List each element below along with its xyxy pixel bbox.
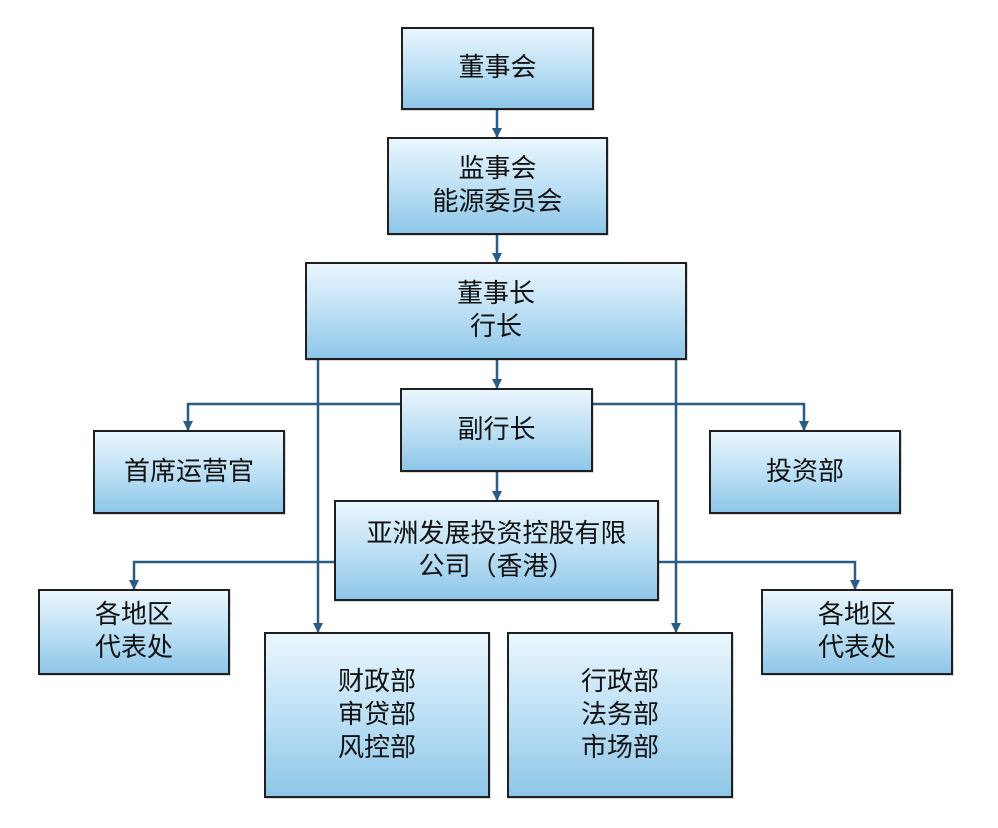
- node-admin-group-label-3: 市场部: [580, 732, 659, 763]
- node-coo-label-1: 首席运营官: [123, 456, 254, 487]
- node-finance-group-label-1: 财政部: [337, 666, 416, 697]
- node-asia-company: 亚洲发展投资控股有限 公司（香港）: [334, 500, 659, 601]
- node-chairman: 董事长 行长: [305, 262, 687, 360]
- node-asia-company-label-2: 公司（香港）: [418, 551, 575, 582]
- node-finance-group-label-3: 风控部: [337, 732, 416, 763]
- node-supervisory-label-2: 能源委员会: [432, 187, 563, 217]
- node-vice-president-label-1: 副行长: [457, 414, 536, 445]
- node-supervisory-label-1: 监事会: [458, 154, 537, 184]
- edge-asia-company-to-offices-right: [659, 560, 860, 590]
- node-coo: 首席运营官: [93, 430, 285, 514]
- node-offices-left-label-2: 代表处: [94, 633, 173, 663]
- node-offices-left: 各地区 代表处: [38, 589, 230, 675]
- node-vice-president: 副行长: [400, 388, 593, 472]
- edge-vice-president-to-coo: [183, 402, 400, 431]
- node-chairman-label-1: 董事长: [456, 279, 535, 309]
- node-offices-right: 各地区 代表处: [761, 589, 953, 675]
- node-offices-left-label-1: 各地区: [94, 600, 173, 630]
- node-admin-group-label-1: 行政部: [580, 666, 659, 697]
- node-investment: 投资部: [709, 430, 901, 514]
- node-offices-right-label-2: 代表处: [817, 633, 896, 663]
- node-investment-label-1: 投资部: [765, 456, 844, 487]
- node-chairman-label-2: 行长: [469, 312, 522, 342]
- node-offices-right-label-1: 各地区: [817, 600, 896, 630]
- edge-vice-president-to-investment: [593, 402, 809, 431]
- node-admin-group-label-2: 法务部: [580, 699, 659, 730]
- edge-asia-company-to-offices-left: [129, 560, 334, 590]
- node-supervisory: 监事会 能源委员会: [387, 137, 608, 235]
- node-asia-company-label-1: 亚洲发展投资控股有限: [366, 518, 627, 549]
- node-finance-group: 财政部 审贷部 风控部: [264, 632, 490, 798]
- node-finance-group-label-2: 审贷部: [337, 699, 416, 730]
- node-board-label-1: 董事会: [458, 53, 537, 83]
- node-board: 董事会: [401, 27, 594, 110]
- node-admin-group: 行政部 法务部 市场部: [507, 632, 733, 798]
